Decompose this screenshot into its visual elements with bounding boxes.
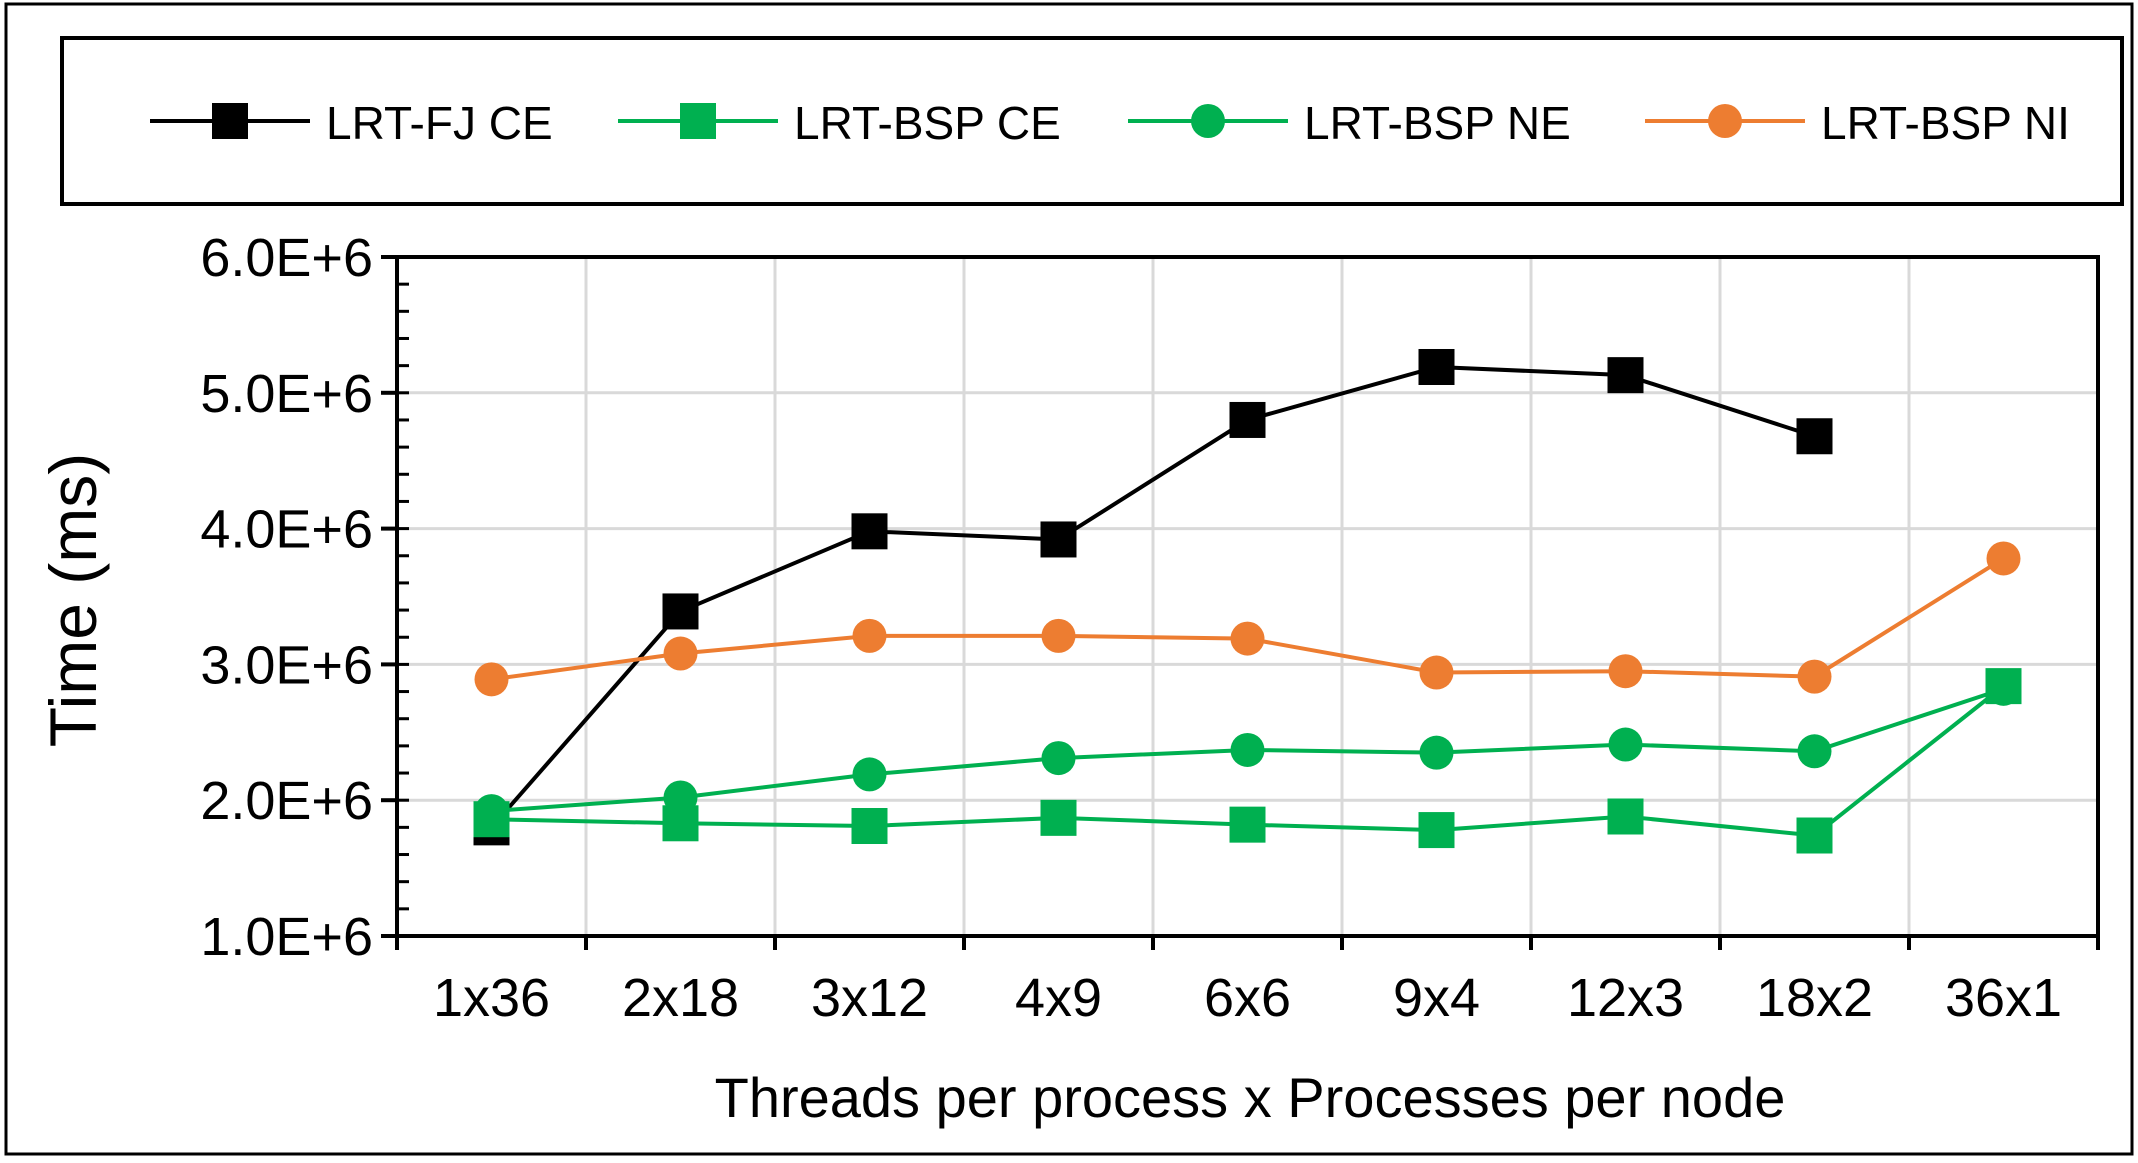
- plot-area-border: [395, 255, 2100, 938]
- legend-entry: LRT-FJ CE: [150, 97, 553, 149]
- y-tick-label: 5.0E+6: [200, 364, 373, 424]
- data-point: [1986, 541, 2021, 576]
- data-point: [662, 593, 699, 630]
- x-tick-label: 3x12: [811, 968, 928, 1028]
- x-tick-label: 6x6: [1204, 968, 1291, 1028]
- data-point: [851, 513, 888, 550]
- y-tick-label: 1.0E+6: [200, 907, 373, 967]
- y-tick-label: 4.0E+6: [200, 500, 373, 560]
- data-point: [1796, 817, 1833, 854]
- data-point: [852, 757, 887, 792]
- series-line: [489, 364, 1816, 829]
- x-axis-label: Threads per process x Processes per node: [715, 1066, 1786, 1129]
- legend-label: LRT-BSP NE: [1304, 97, 1571, 149]
- data-point: [1797, 659, 1832, 694]
- data-point: [474, 662, 509, 697]
- data-point: [1041, 741, 1076, 776]
- data-point: [1419, 655, 1454, 690]
- data-point: [1607, 357, 1644, 394]
- x-tick-label: 18x2: [1756, 968, 1873, 1028]
- data-point: [1229, 806, 1266, 843]
- data-point: [1040, 799, 1077, 836]
- data-point: [1191, 104, 1225, 138]
- legend-label: LRT-BSP CE: [794, 97, 1061, 149]
- data-point: [1040, 521, 1077, 558]
- series-3: [474, 541, 2021, 697]
- series-0: [473, 348, 1833, 846]
- data-point: [1608, 654, 1643, 689]
- legend-label: LRT-BSP NI: [1821, 97, 2070, 149]
- data-point: [852, 618, 887, 653]
- data-point: [1797, 734, 1832, 769]
- data-point: [663, 636, 698, 671]
- data-point: [1229, 401, 1266, 438]
- data-point: [1230, 621, 1265, 656]
- data-point: [851, 808, 888, 845]
- x-tick-label: 2x18: [622, 968, 739, 1028]
- x-tick-label: 9x4: [1393, 968, 1480, 1028]
- data-point: [1419, 735, 1454, 770]
- legend: LRT-FJ CE LRT-BSP CE LRT-BSP NE LRT-BSP NI: [60, 36, 2124, 206]
- data-point: [474, 794, 509, 829]
- data-point: [1607, 798, 1644, 835]
- data-point: [1418, 348, 1455, 385]
- y-tick-label: 3.0E+6: [200, 635, 373, 695]
- x-tick-label: 12x3: [1567, 968, 1684, 1028]
- data-point: [1230, 732, 1265, 767]
- series: [473, 348, 2022, 854]
- legend-entry: LRT-BSP NE: [1128, 97, 1571, 149]
- legend-entry: LRT-BSP CE: [618, 97, 1061, 149]
- x-tick-label: 1x36: [433, 968, 550, 1028]
- data-point: [663, 780, 698, 815]
- axes: 1.0E+6 2.0E+6 3.0E+6 4.0E+6 5.0E+6 6.0E+6 1x36…: [200, 228, 2100, 1028]
- data-point: [1796, 418, 1833, 455]
- x-tick-label: 4x9: [1015, 968, 1102, 1028]
- data-point: [680, 103, 716, 139]
- series-2: [474, 671, 2021, 829]
- data-point: [1708, 104, 1742, 138]
- data-point: [1986, 671, 2021, 706]
- legend-label: LRT-FJ CE: [326, 97, 553, 149]
- x-tick-label: 36x1: [1945, 968, 2062, 1028]
- figure-border: [4, 2, 2134, 1156]
- y-tick-label: 2.0E+6: [200, 771, 373, 831]
- legend-entry: LRT-BSP NI: [1645, 97, 2070, 149]
- y-axis-label: Time (ms): [36, 453, 110, 748]
- data-point: [1418, 812, 1455, 849]
- data-point: [1041, 618, 1076, 653]
- series-1: [473, 668, 2022, 854]
- y-tick-label: 6.0E+6: [200, 228, 373, 288]
- data-point: [212, 103, 248, 139]
- data-point: [1608, 727, 1643, 762]
